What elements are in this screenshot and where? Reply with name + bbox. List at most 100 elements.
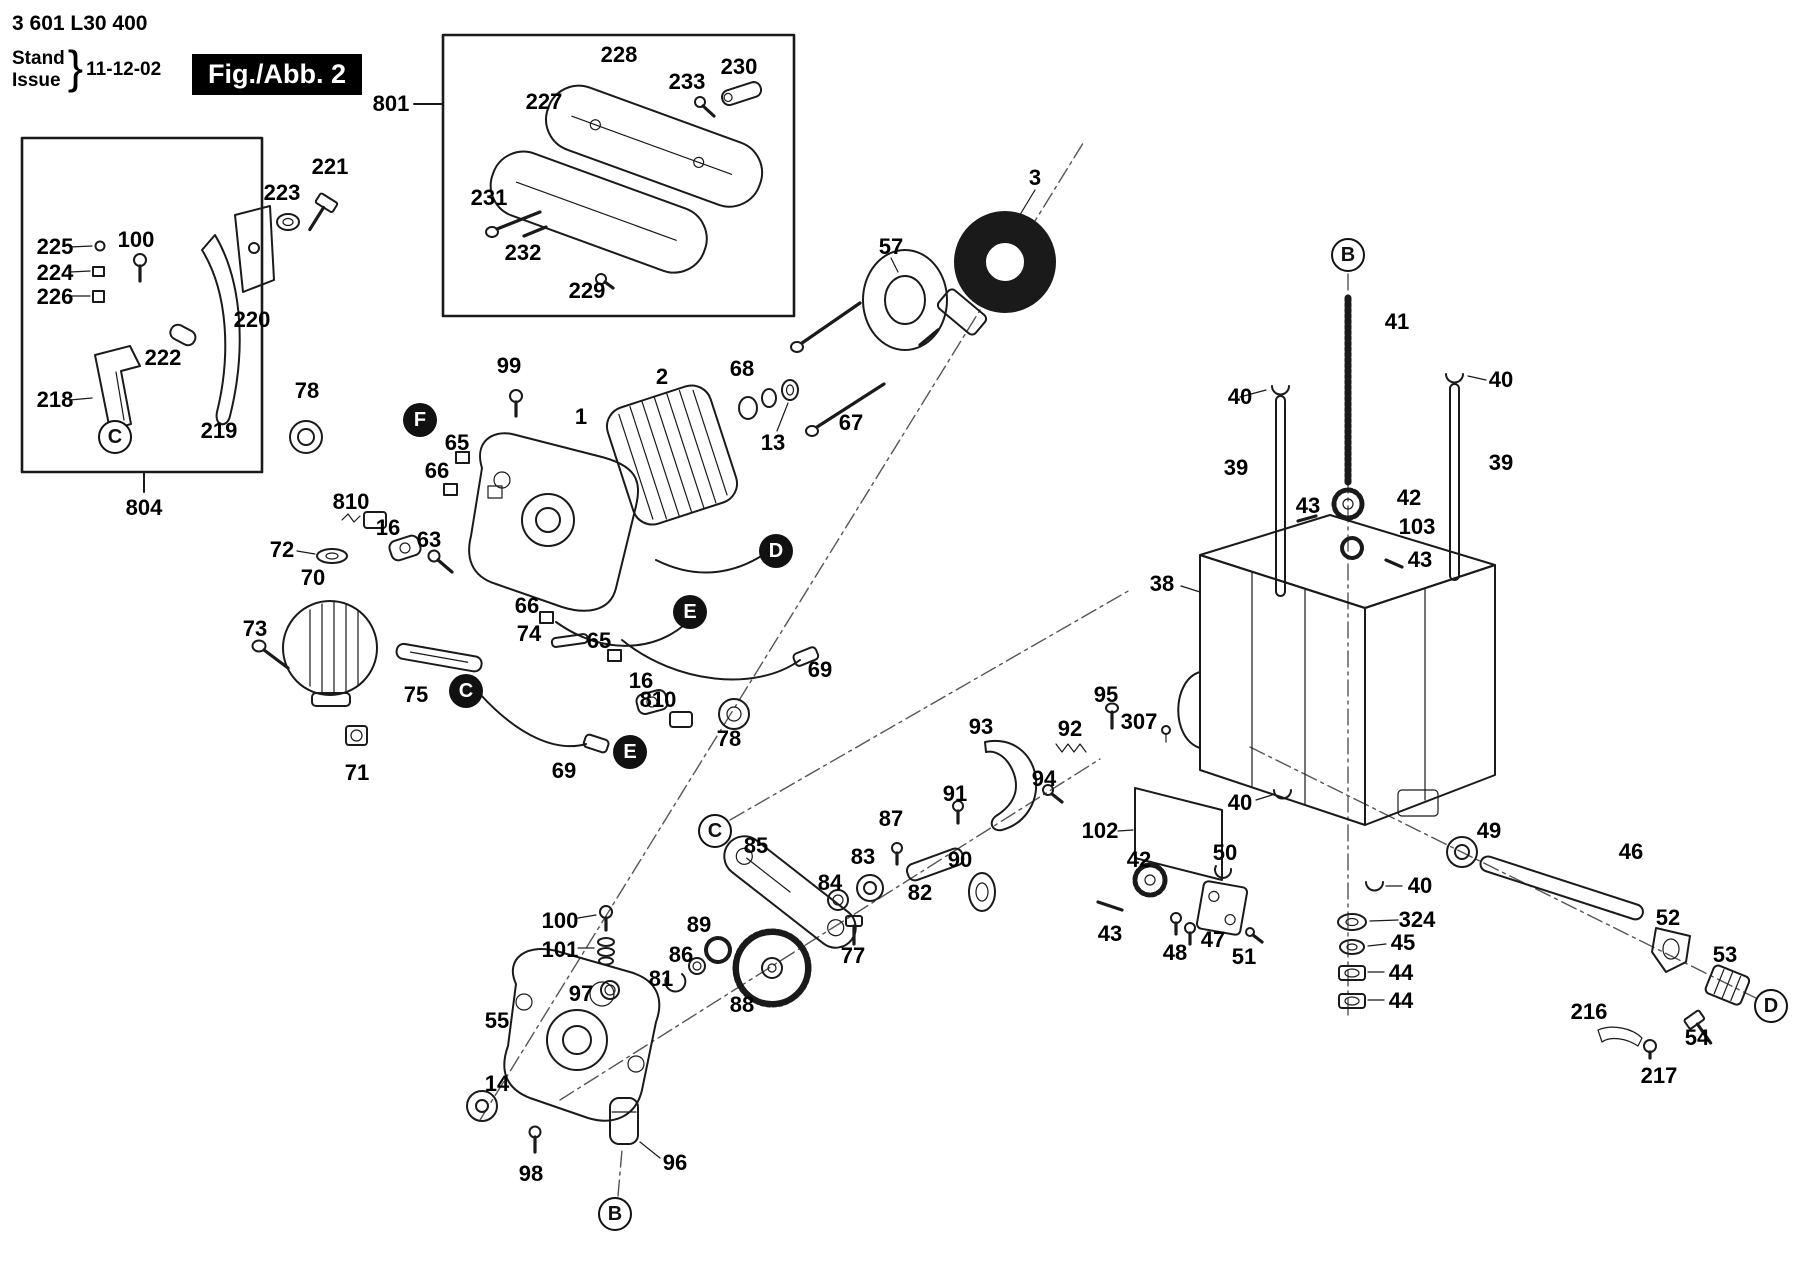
part-callout-225: 225: [36, 234, 74, 259]
clip-50: [1214, 865, 1233, 879]
part-callout-100: 100: [117, 227, 155, 252]
clip-40-top-left: [1239, 385, 1290, 398]
detail-marker-C-3: C: [698, 814, 732, 848]
power-cord-left: [479, 693, 610, 754]
bearing-49: [1446, 836, 1478, 868]
screws-48: [1170, 912, 1196, 946]
washer-13: [776, 379, 799, 432]
washer-45: [1339, 939, 1387, 955]
part-callout-70: 70: [300, 565, 326, 590]
plate-102: [1117, 787, 1223, 881]
part-callout-49: 49: [1476, 818, 1502, 843]
detail-marker-D: D: [759, 534, 793, 568]
part-callout-83: 83: [850, 844, 876, 869]
handle-218: [69, 345, 141, 431]
part-callout-216: 216: [1570, 999, 1608, 1024]
part-callout-43-3: 43: [1097, 921, 1123, 946]
part-callout-223: 223: [263, 180, 301, 205]
brush-cap-96: [609, 1097, 661, 1159]
part-callout-81: 81: [648, 966, 674, 991]
pin-43-second: [1384, 558, 1404, 569]
part-callout-66: 66: [424, 458, 450, 483]
stand-label: Stand: [12, 48, 65, 69]
washer-14: [466, 1090, 498, 1122]
terminal-65-right: [607, 649, 622, 662]
spindle-82: [905, 847, 965, 882]
part-callout-99: 99: [496, 353, 522, 378]
part-callout-91: 91: [942, 781, 968, 806]
clip-40-top-right: [1445, 373, 1487, 384]
screw-73: [251, 639, 290, 670]
figure-label-box: Fig./Abb. 2: [192, 54, 362, 95]
gear-88: [732, 928, 812, 1008]
part-callout-801: 801: [372, 91, 410, 116]
nut-44-upper: [1338, 965, 1385, 981]
part-callout-95: 95: [1093, 682, 1119, 707]
blade-guard-227: [489, 150, 708, 274]
fastener-225: [69, 240, 106, 252]
screw-217: [1643, 1039, 1657, 1060]
detail-marker-B: B: [1331, 238, 1365, 272]
part-callout-2: 2: [655, 364, 669, 389]
spacer-222: [169, 323, 197, 347]
part-callout-94: 94: [1031, 766, 1057, 791]
part-callout-221: 221: [311, 154, 349, 179]
part-callout-82: 82: [907, 880, 933, 905]
part-callout-71: 71: [344, 760, 370, 785]
flange-90: [968, 872, 996, 912]
part-callout-73: 73: [242, 616, 268, 641]
construction-axis-lines: [479, 139, 1789, 1197]
lever-93: [984, 739, 1038, 832]
part-callout-40-2: 40: [1488, 367, 1514, 392]
washer-86: [688, 957, 706, 975]
washer-72: [296, 548, 348, 564]
part-callout-810: 810: [332, 489, 370, 514]
brace-glyph: }: [67, 41, 84, 94]
screw-100-inset: [133, 253, 147, 283]
screw-99: [509, 389, 523, 418]
brush-holder-810-right: [669, 711, 693, 728]
screw-100-gear: [577, 905, 613, 932]
detail-marker-F: F: [403, 403, 437, 437]
issue-label: Issue: [12, 69, 61, 91]
plate-220: [234, 205, 275, 293]
part-callout-72: 72: [269, 537, 295, 562]
part-callout-93: 93: [968, 714, 994, 739]
part-callout-86: 86: [668, 942, 694, 967]
washer-223: [276, 213, 300, 231]
bar-74: [550, 633, 589, 648]
detail-marker-B-2: B: [598, 1197, 632, 1231]
detail-marker-C-2: C: [449, 674, 483, 708]
part-callout-92: 92: [1057, 716, 1083, 741]
brush-16-right: [635, 689, 669, 715]
part-callout-78: 78: [294, 378, 320, 403]
inset-boxes: [20, 33, 796, 493]
part-callout-43: 43: [1295, 493, 1321, 518]
screw-231: [485, 210, 542, 238]
part-callout-54: 54: [1684, 1025, 1710, 1050]
doc-number: 3 601 L30 400: [12, 12, 148, 35]
part-callout-77: 77: [840, 943, 866, 968]
part-callout-63: 63: [416, 527, 442, 552]
gear-89: [704, 936, 732, 964]
part-callout-46: 46: [1618, 839, 1644, 864]
part-callout-222: 222: [144, 345, 182, 370]
part-callout-50: 50: [1212, 840, 1238, 865]
lever-230: [721, 81, 763, 107]
armature-3: [918, 189, 1056, 347]
part-callout-307: 307: [1120, 709, 1158, 734]
part-callout-38: 38: [1149, 571, 1175, 596]
part-callout-55: 55: [484, 1008, 510, 1033]
brush-holder-810-left: [341, 511, 387, 529]
cable-e-loop: [555, 621, 684, 647]
part-callout-43-2: 43: [1407, 547, 1433, 572]
part-callout-233: 233: [668, 69, 706, 94]
bearing-78-upper: [289, 420, 323, 454]
part-callout-100-2: 100: [541, 908, 579, 933]
part-callout-40-3: 40: [1227, 790, 1253, 815]
washer-84: [827, 889, 849, 911]
figure-label: Fig./Abb. 2: [208, 59, 346, 89]
part-callout-217: 217: [1640, 1063, 1678, 1088]
shaft-46: [1479, 855, 1644, 921]
part-callout-39-2: 39: [1488, 450, 1514, 475]
